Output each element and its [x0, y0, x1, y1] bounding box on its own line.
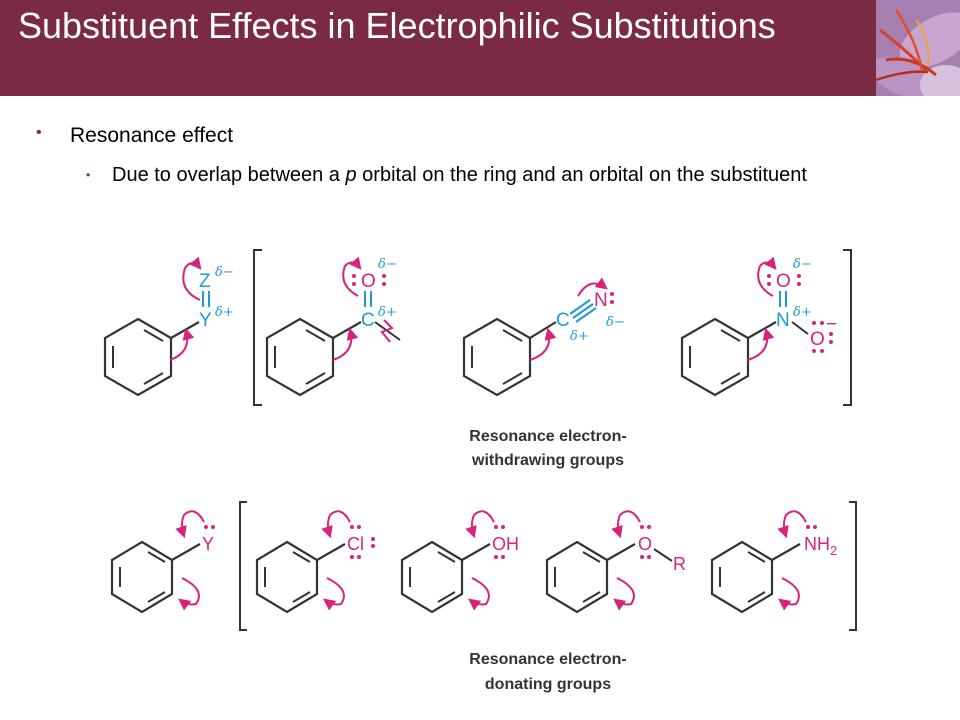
negative-charge: −: [826, 314, 837, 335]
atom-o: O: [361, 271, 376, 292]
molecule-aniline: NH2: [710, 510, 837, 614]
delta-minus: δ−: [793, 257, 812, 272]
bracket-right-donating: [849, 501, 857, 631]
bracket-right-withdrawing: [843, 249, 852, 406]
caption-donating-line2: donating groups: [485, 676, 611, 693]
atom-cl: Cl: [347, 534, 364, 554]
molecule-phenol: OH: [400, 510, 519, 614]
atom-z: Z: [199, 271, 211, 292]
bullet-marker: •: [36, 124, 42, 141]
title-bar: Substituent Effects in Electrophilic Sub…: [0, 0, 960, 96]
delta-plus: δ+: [215, 305, 234, 320]
molecule-generic-donating: Y: [110, 510, 215, 614]
bracket-left-donating: [239, 501, 247, 631]
bullet2-pre: Due to overlap between a: [112, 164, 346, 186]
molecule-ether: O R: [545, 510, 686, 614]
bullet2-text: Due to overlap between a p orbital on th…: [112, 163, 872, 187]
bullet2-post: orbital on the ring and an orbital on th…: [356, 164, 807, 186]
delta-minus: δ−: [378, 257, 397, 272]
atom-oh: OH: [492, 534, 519, 554]
delta-plus: δ+: [570, 329, 589, 344]
bullet-marker: •: [86, 168, 91, 182]
atom-o: O: [638, 534, 652, 554]
atom-n: N: [594, 290, 608, 311]
saffron-flower-image: [876, 0, 960, 96]
slide-title: Substituent Effects in Electrophilic Sub…: [18, 5, 776, 46]
delta-plus: δ+: [378, 305, 397, 320]
molecule-carbonyl: C O δ− δ+: [265, 256, 401, 397]
caption-withdrawing-line2: withdrawing groups: [471, 452, 624, 469]
delta-minus: δ−: [606, 315, 625, 330]
molecule-generic-withdrawing: Y Z δ− δ+: [103, 256, 234, 397]
caption-withdrawing-line1: Resonance electron-: [469, 428, 626, 445]
bracket-left-withdrawing: [253, 249, 262, 406]
bullet2-emphasis: p: [345, 164, 357, 186]
group-r: R: [673, 554, 686, 574]
atom-o-side: O: [810, 329, 825, 350]
atom-o-top: O: [776, 271, 791, 292]
atom-n: N: [776, 310, 790, 331]
molecule-nitrile: C N δ− δ+: [462, 277, 625, 397]
atom-nh2: NH2: [804, 534, 837, 558]
delta-minus: δ−: [215, 265, 234, 280]
caption-donating-line1: Resonance electron-: [469, 651, 626, 668]
atom-c: C: [361, 310, 375, 331]
molecule-chlorobenzene: Cl: [255, 510, 375, 614]
atom-y: Y: [199, 310, 212, 331]
atom-c: C: [556, 310, 570, 331]
atom-y: Y: [202, 534, 214, 554]
bullet1-text: Resonance effect: [70, 124, 234, 147]
molecule-nitro: N O δ− δ+ O −: [680, 256, 837, 397]
delta-plus: δ+: [793, 305, 812, 320]
